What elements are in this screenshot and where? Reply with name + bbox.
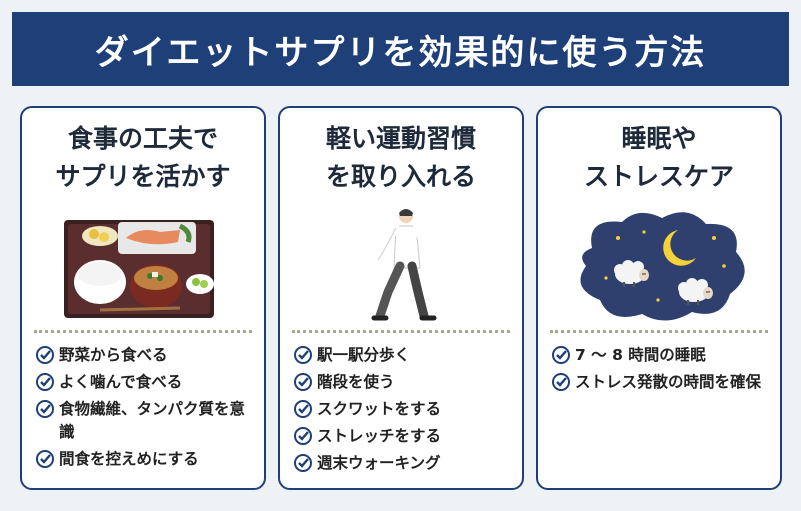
list-item: ストレッチをする (294, 425, 516, 448)
checkbox-check-icon (552, 346, 570, 364)
checkbox-check-icon (36, 400, 54, 418)
list-item: ストレス発散の時間を確保 (552, 371, 774, 394)
list-item: 階段を使う (294, 371, 516, 394)
dotted-divider (550, 330, 768, 333)
tips-list: 野菜から食べる よく噛んで食べる 食物繊維、タンパク質を意識 間食を控えめにする (36, 344, 258, 475)
card-title: 食事の工夫で サプリを活かす (55, 124, 231, 191)
card-sleep: 睡眠や ストレスケア 7 ～ 8 時間の睡眠 スト (536, 106, 782, 490)
card-title: 軽い運動習慣 を取り入れる (325, 124, 476, 191)
card-title: 睡眠や ストレスケア (583, 124, 734, 191)
checkbox-check-icon (36, 450, 54, 468)
checkbox-check-icon (294, 454, 312, 472)
checkbox-check-icon (294, 400, 312, 418)
checkbox-check-icon (36, 373, 54, 391)
list-item: よく噛んで食べる (36, 371, 258, 394)
list-item: スクワットをする (294, 398, 516, 421)
checkbox-check-icon (36, 346, 54, 364)
checkbox-check-icon (294, 346, 312, 364)
tips-list: 7 ～ 8 時間の睡眠 ストレス発散の時間を確保 (552, 344, 774, 398)
page-title: ダイエットサプリを効果的に使う方法 (94, 32, 707, 73)
list-item: 週末ウォーキング (294, 452, 516, 475)
list-item: 食物繊維、タンパク質を意識 (36, 398, 258, 444)
title-banner: ダイエットサプリを効果的に使う方法 (12, 12, 789, 86)
list-item: 7 ～ 8 時間の睡眠 (552, 344, 774, 367)
list-item: 駅一駅分歩く (294, 344, 516, 367)
walking-man-icon (371, 209, 440, 321)
card-exercise: 軽い運動習慣 を取り入れる 駅一駅分歩く 階段を使う スクワットをする ストレッ… (278, 106, 524, 490)
tips-list: 駅一駅分歩く 階段を使う スクワットをする ストレッチをする 週末ウォーキング (294, 344, 516, 479)
dotted-divider (292, 330, 510, 333)
checkbox-check-icon (294, 373, 312, 391)
checkbox-check-icon (552, 373, 570, 391)
japanese-meal-tray-icon (64, 220, 214, 318)
list-item: 野菜から食べる (36, 344, 258, 367)
card-meal: 食事の工夫で サプリを活かす 野菜から食べる よく噛んで食べる 食物繊維、 (20, 106, 266, 490)
list-item: 間食を控えめにする (36, 448, 258, 471)
checkbox-check-icon (294, 427, 312, 445)
night-sky-sheep-icon (580, 212, 745, 321)
dotted-divider (34, 330, 252, 333)
